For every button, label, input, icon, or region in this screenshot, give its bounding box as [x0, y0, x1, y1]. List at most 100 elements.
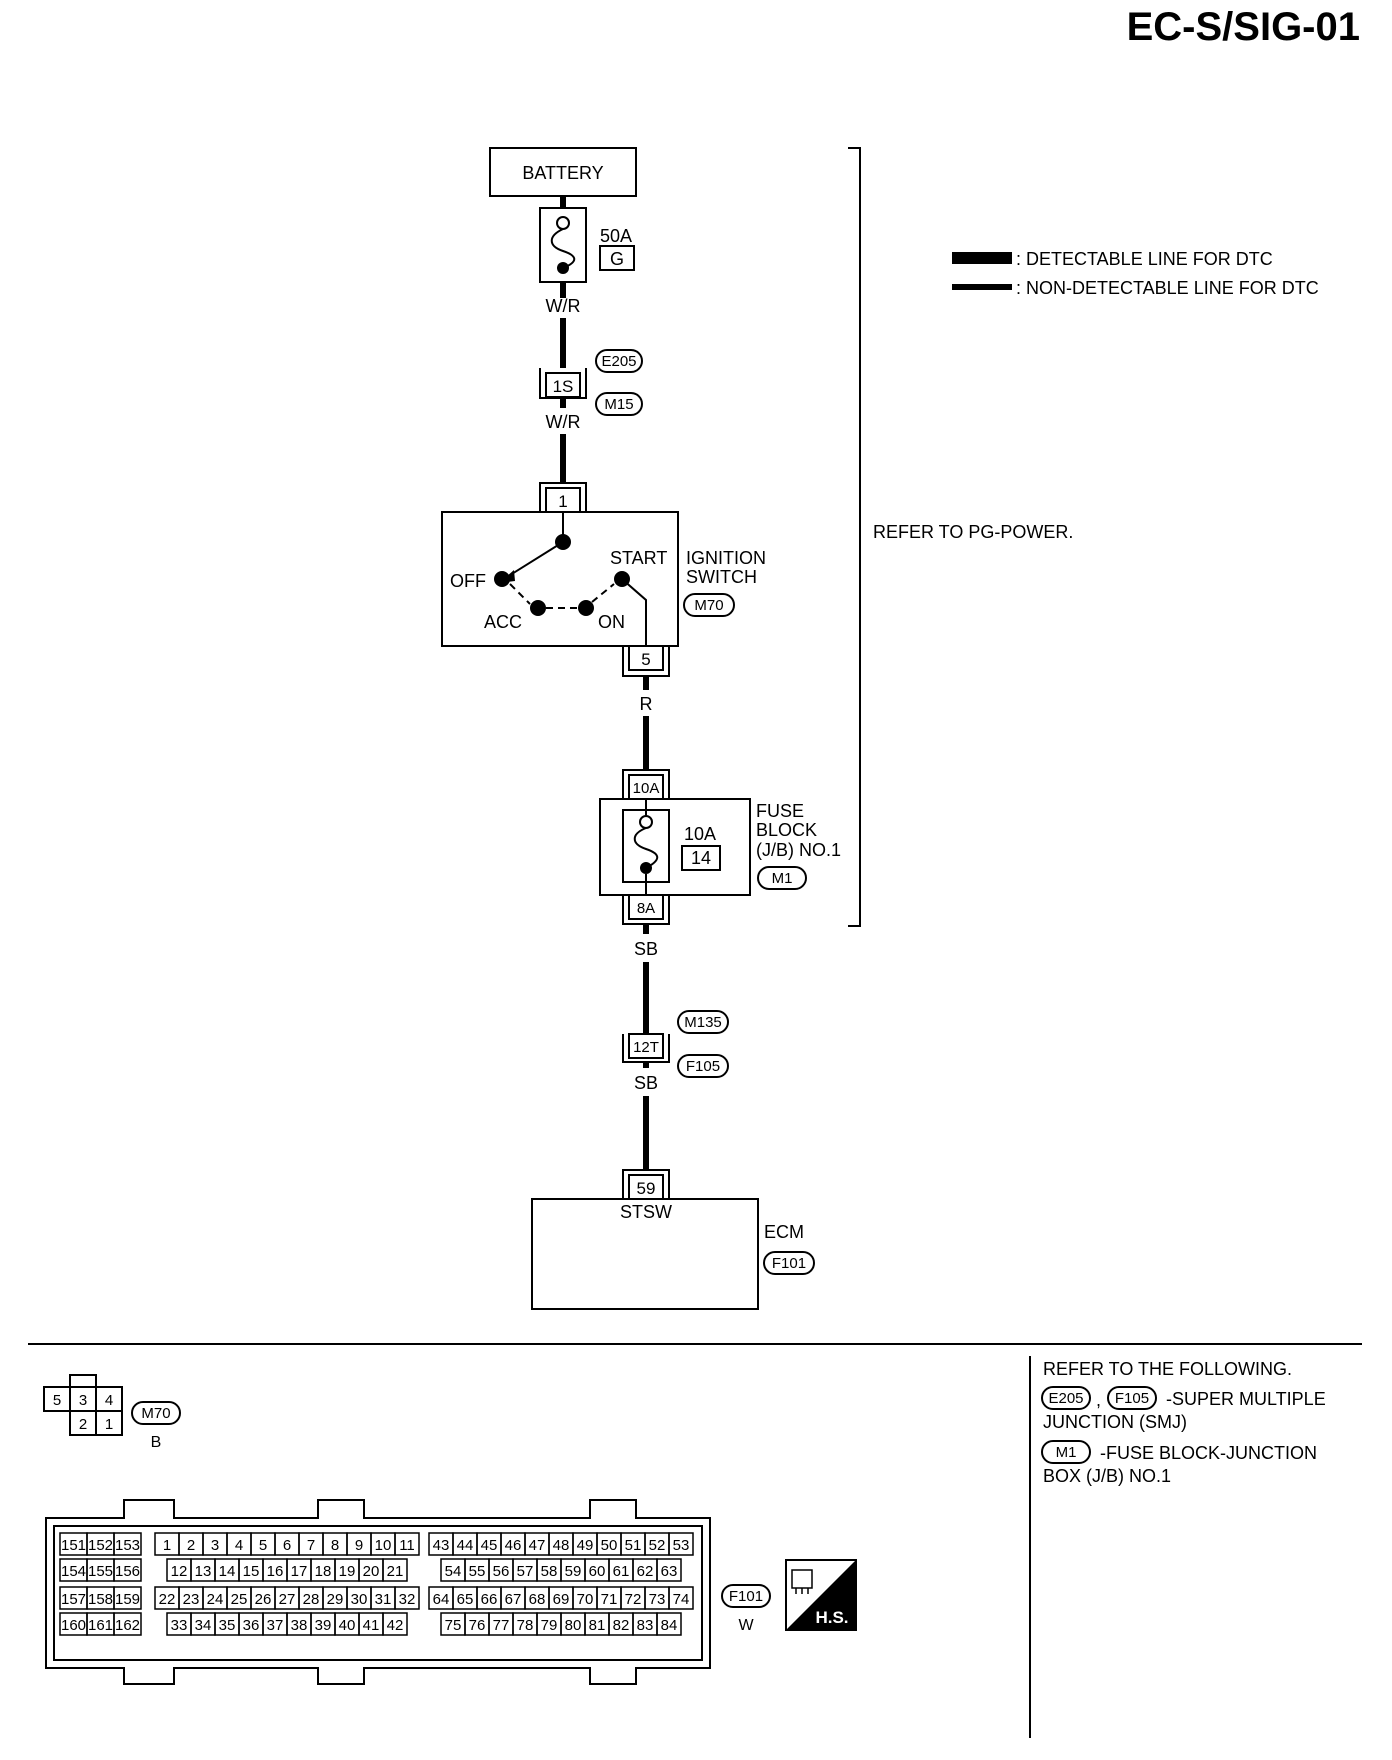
- ref-jb-line2: BOX (J/B) NO.1: [1043, 1466, 1171, 1486]
- f101-pin-label: 73: [649, 1591, 666, 1608]
- f101-pin-cell: [668, 1532, 694, 1556]
- f101-pin-label: 8: [331, 1537, 339, 1554]
- ignition-switch-box: [441, 511, 679, 647]
- wire-color-w-r-1: W/R: [546, 296, 581, 316]
- ecm-terminal-name: STSW: [620, 1202, 672, 1222]
- f101-pin-label: 83: [637, 1617, 654, 1634]
- f101-pin-label: 37: [267, 1617, 284, 1634]
- fuse-10a-id-box: [681, 845, 721, 871]
- f101-pin-label: 64: [433, 1591, 450, 1608]
- f101-pin-label: 55: [469, 1563, 486, 1580]
- f101-pin-label: 25: [231, 1591, 248, 1608]
- connector-tag-f101: [763, 1251, 815, 1275]
- f101-pin-label: 162: [115, 1617, 140, 1634]
- f101-pin-label: 63: [661, 1563, 678, 1580]
- f101-pin-label: 161: [88, 1617, 113, 1634]
- smj-joint-pin-box: [545, 372, 581, 398]
- connector-tag-m15: [595, 392, 643, 416]
- f101-pin-cell: [668, 1586, 694, 1610]
- f101-pin-label: 158: [88, 1591, 113, 1608]
- f101-pin-label: 159: [115, 1591, 140, 1608]
- m70-cell-label: 3: [79, 1392, 87, 1409]
- f101-pin-label: 7: [307, 1537, 315, 1554]
- ref-f105-label: F105: [1115, 1390, 1149, 1407]
- ign-start-to-pin5: [621, 578, 647, 646]
- f101-pin-label: 22: [159, 1591, 176, 1608]
- m70-key-tab: [69, 1374, 97, 1388]
- f101-pin-cell: [382, 1558, 408, 1582]
- f101-pin-label: 56: [493, 1563, 510, 1580]
- ref-separator: ,: [1096, 1390, 1101, 1410]
- fuse-50a-id: G: [610, 249, 624, 269]
- f101-pin-label: 155: [88, 1563, 113, 1580]
- f101-pin-label: 3: [211, 1537, 219, 1554]
- fuse-10a-id: 14: [691, 848, 711, 868]
- ign-dash-on-start: [591, 583, 615, 603]
- f101-pin-label: 20: [363, 1563, 380, 1580]
- f101-pin-label: 4: [235, 1537, 243, 1554]
- f101-face-tag: [721, 1584, 771, 1608]
- connector-tag-f105: [677, 1054, 729, 1078]
- smj-joint-pin: 1S: [553, 377, 574, 396]
- f101-pin-label: 69: [553, 1591, 570, 1608]
- fuse-10a-top-terminal: [639, 815, 653, 829]
- m70-face-color: B: [151, 1434, 162, 1451]
- fuse-50a-element-icon: [550, 228, 576, 269]
- f101-inner-frame: [53, 1525, 703, 1661]
- f101-pin-cell: [394, 1586, 420, 1610]
- page-code: EC-S/SIG-01: [1127, 5, 1360, 49]
- f101-pin-label: 11: [399, 1537, 415, 1554]
- f101-pin-label: 54: [445, 1563, 462, 1580]
- f101-pin-label: 13: [195, 1563, 212, 1580]
- fb-pin10a-frame: [622, 769, 670, 799]
- f101-pin-label: 153: [115, 1537, 140, 1554]
- f101-pin-label: 2: [187, 1537, 195, 1554]
- m70-cell-label: 1: [105, 1416, 113, 1433]
- ref-smj-line1: -SUPER MULTIPLE: [1166, 1389, 1326, 1409]
- fuse-10a-rating: 10A: [684, 824, 716, 844]
- f101-pin-label: 41: [363, 1617, 380, 1634]
- m70-cell-label: 5: [53, 1392, 61, 1409]
- connector-plug-icon: [791, 1569, 813, 1594]
- ign-pos-off: OFF: [450, 571, 486, 591]
- f101-pin-label: 26: [255, 1591, 272, 1608]
- f101-pin-label: 24: [207, 1591, 224, 1608]
- ecm-box: [531, 1198, 759, 1310]
- fuse-50a-bottom-terminal: [557, 262, 569, 274]
- f101-pin-label: 35: [219, 1617, 236, 1634]
- f101-pin-label: 151: [61, 1537, 86, 1554]
- ign-pin5-box: [628, 645, 664, 671]
- f101-pin-cell: [113, 1612, 142, 1636]
- fuse-50a-id-box: [599, 245, 635, 271]
- ecm-pin59-frame: [622, 1169, 670, 1199]
- f101-pin-cell: [113, 1532, 142, 1556]
- f101-pin-label: 70: [577, 1591, 594, 1608]
- fuse-block-box: [599, 798, 751, 896]
- f101-pin-label: 77: [493, 1617, 510, 1634]
- ref-e205-label: E205: [1048, 1390, 1083, 1407]
- ign-dash-off-acc: [509, 583, 531, 605]
- fb-pin10a-label: 10A: [633, 780, 660, 797]
- f101-pin-label: 36: [243, 1617, 260, 1634]
- fb-name-line3: (J/B) NO.1: [756, 840, 841, 860]
- f101-pin-label: 38: [291, 1617, 308, 1634]
- connector-f101-label: F101: [772, 1255, 806, 1272]
- f101-pin-label: 53: [673, 1537, 690, 1554]
- fb-pin8a-label: 8A: [637, 900, 655, 917]
- f101-pin-label: 81: [589, 1617, 606, 1634]
- f101-pin-label: 45: [481, 1537, 498, 1554]
- f101-pin-label: 68: [529, 1591, 546, 1608]
- f101-pin-label: 12: [171, 1563, 188, 1580]
- connector-m1-label: M1: [772, 870, 793, 887]
- m70-face-tag: [131, 1401, 181, 1425]
- legend-detectable-label: : DETECTABLE LINE FOR DTC: [1016, 249, 1273, 269]
- connector-tag-e205: [595, 349, 643, 373]
- ecm-label: ECM: [764, 1222, 804, 1242]
- f101-pin-label: 32: [399, 1591, 416, 1608]
- legend-thick-line: [952, 252, 1012, 264]
- f101-pin-label: 27: [279, 1591, 296, 1608]
- connector-f105-label: F105: [686, 1058, 720, 1075]
- ign-contact-on: [578, 600, 594, 616]
- f101-pin-label: 21: [387, 1563, 404, 1580]
